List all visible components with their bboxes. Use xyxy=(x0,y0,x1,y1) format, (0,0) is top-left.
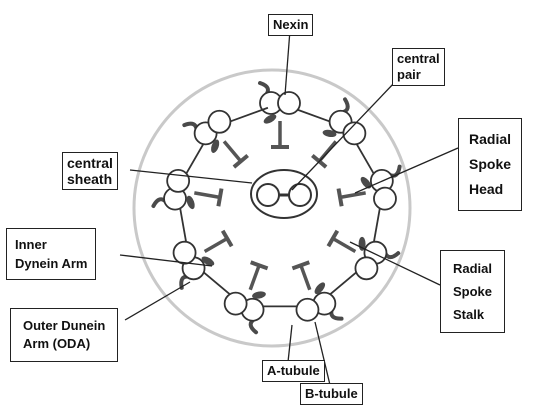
leader-central-sheath xyxy=(130,170,252,183)
central-apparatus xyxy=(251,170,317,218)
nexin-label: Nexin xyxy=(268,14,313,36)
radial-spoke-stalk xyxy=(205,239,228,252)
b-tubule xyxy=(355,257,377,279)
radial-spoke-stalk-label: Radial Spoke Stalk xyxy=(440,250,505,333)
b-tubule-label: B-tubule xyxy=(300,383,363,405)
outer-dynein-arm-label: Outer Dunein Arm (ODA) xyxy=(10,308,118,362)
b-tubule xyxy=(225,293,247,315)
radial-spoke-head-label: Radial Spoke Head xyxy=(458,118,522,211)
radial-spoke-stalk xyxy=(250,265,259,289)
central-sheath-label: central sheath xyxy=(62,152,118,190)
b-tubule xyxy=(174,242,196,264)
leader-radial-spoke-head xyxy=(355,148,458,193)
radial-spoke-stalk xyxy=(194,193,220,198)
a-tubule-label: A-tubule xyxy=(262,360,325,382)
inner-dynein-arm-label: Inner Dynein Arm xyxy=(6,228,96,280)
b-tubule xyxy=(278,92,300,114)
radial-spoke-head xyxy=(339,189,342,207)
radial-spoke-stalk xyxy=(340,193,366,198)
b-tubule xyxy=(208,111,230,133)
radial-spoke-stalk xyxy=(301,265,310,289)
b-tubule xyxy=(296,299,318,321)
radial-spoke-stalk xyxy=(333,239,356,252)
central-pair-label: central pair xyxy=(392,48,445,86)
central-microtubule xyxy=(289,184,311,206)
radial-spoke-stalk xyxy=(224,141,241,161)
central-microtubule xyxy=(257,184,279,206)
leader-outer-dynein-arm xyxy=(125,282,190,320)
b-tubule xyxy=(374,188,396,210)
leader-nexin xyxy=(285,30,290,95)
radial-spoke-head xyxy=(218,189,221,207)
b-tubule xyxy=(167,170,189,192)
